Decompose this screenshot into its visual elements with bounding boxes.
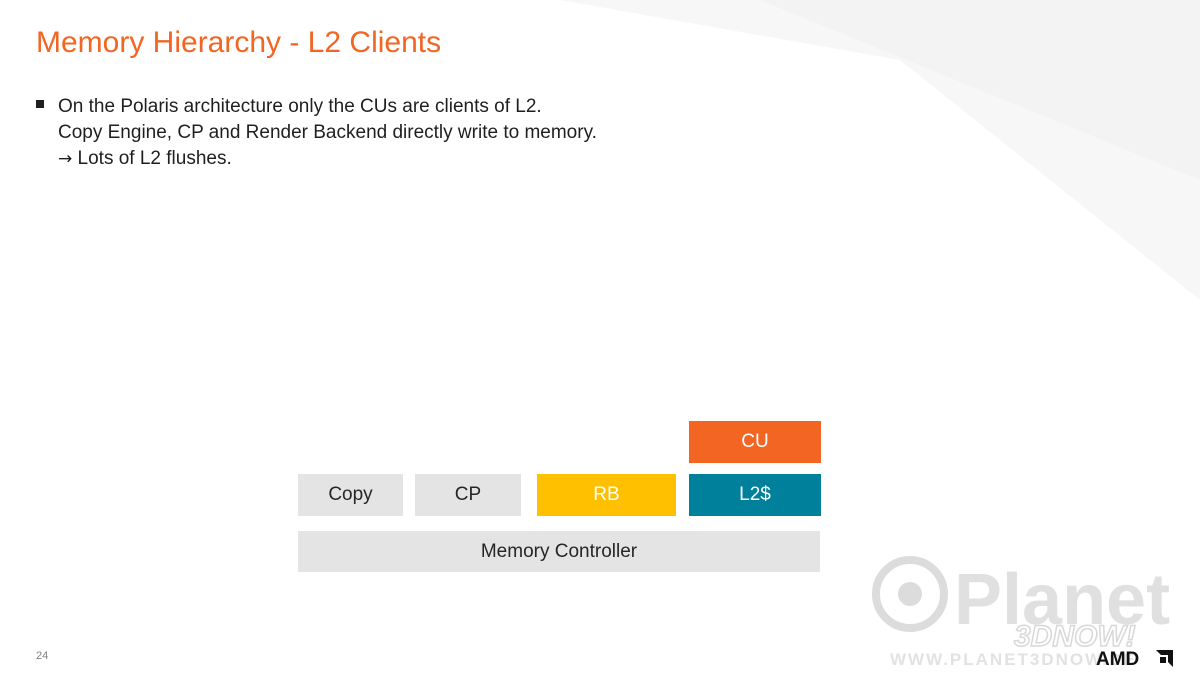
watermark-url: WWW.PLANET3DNOW.DE (890, 650, 1137, 669)
rb-block: RB (537, 474, 676, 516)
page-number: 24 (36, 650, 49, 662)
right-arrow-icon: → (58, 149, 73, 169)
cu-label: CU (741, 431, 769, 452)
bullet-line-3: → Lots of L2 flushes. (58, 146, 597, 172)
square-bullet-icon (36, 100, 44, 108)
watermark-brand: Planet (954, 560, 1170, 640)
cu-block: CU (689, 421, 821, 463)
l2-cache-block: L2$ (689, 474, 821, 516)
copy-block: Copy (298, 474, 403, 516)
l2-cache-label: L2$ (739, 484, 771, 505)
bullet-line-1: On the Polaris architecture only the CUs… (58, 96, 542, 117)
cp-label: CP (454, 484, 482, 505)
bullet-line-3-text: Lots of L2 flushes. (77, 148, 232, 169)
bullet-line-2: Copy Engine, CP and Render Backend direc… (58, 122, 597, 143)
bullet-text: On the Polaris architecture only the CUs… (58, 94, 597, 172)
memory-controller-block: Memory Controller (298, 531, 820, 572)
planet3dnow-watermark-logo: Planet 3DNOW! WWW.PLANET3DNOW.DE (872, 556, 1170, 669)
copy-label: Copy (328, 484, 373, 505)
page-title: Memory Hierarchy - L2 Clients (36, 26, 442, 59)
amd-arrow-icon (1156, 650, 1173, 667)
watermark-sub: 3DNOW! (1014, 620, 1136, 653)
memory-controller-label: Memory Controller (480, 540, 638, 562)
amd-logo: AMD (1096, 649, 1173, 668)
amd-logo-text: AMD (1096, 649, 1139, 668)
cp-block: CP (415, 474, 521, 516)
rb-label: RB (593, 484, 620, 505)
